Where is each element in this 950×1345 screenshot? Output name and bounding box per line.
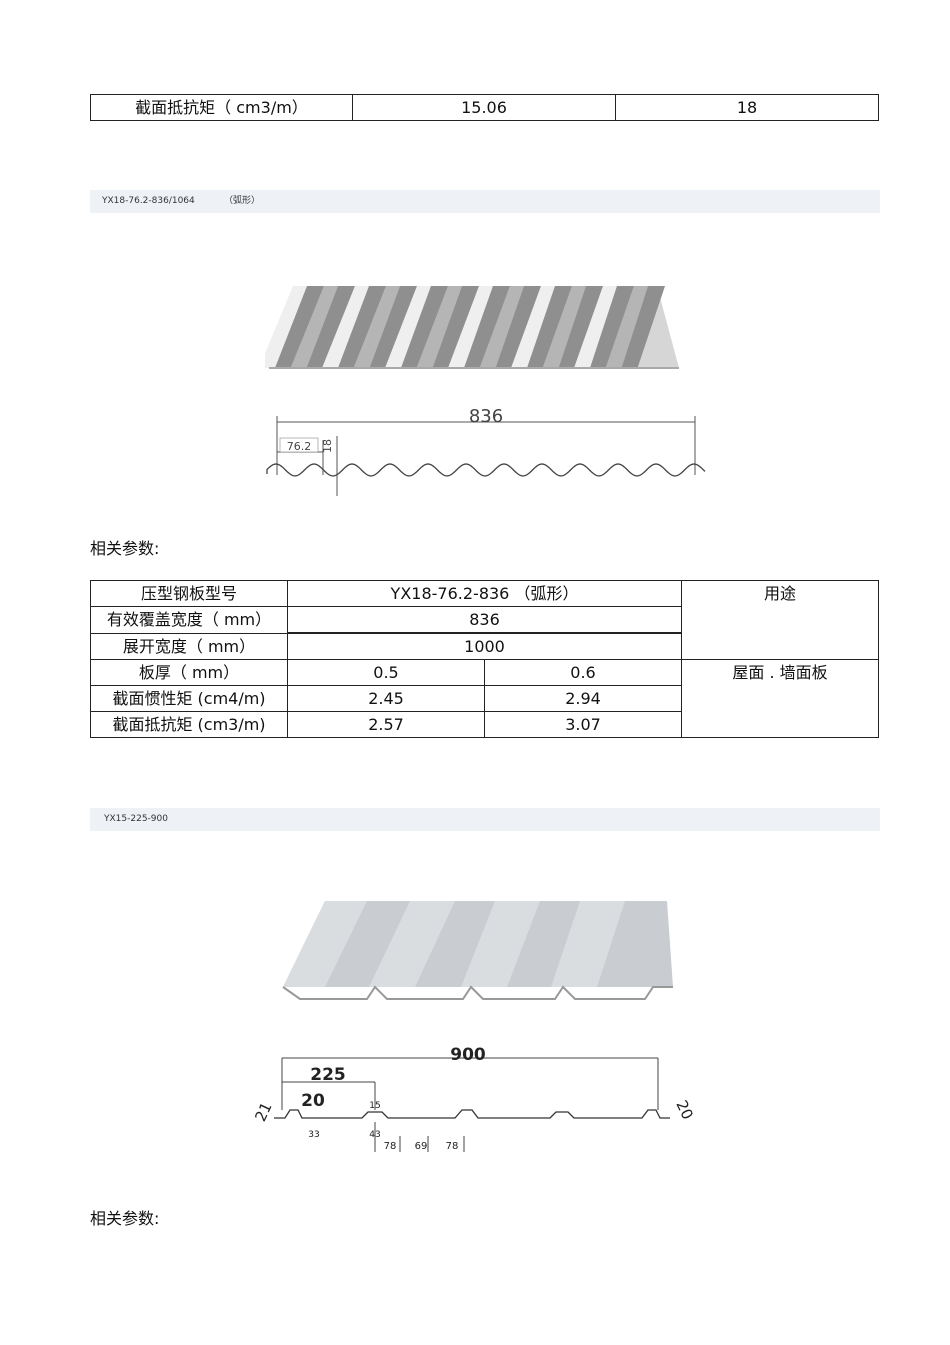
- sheet-rib: [574, 286, 617, 368]
- resist-label-2: 截面抵抗矩 (cm3/m): [90, 711, 288, 738]
- sheet-rib: [542, 286, 586, 368]
- sheet-rib: [322, 286, 369, 368]
- use-label: 用途: [681, 580, 879, 660]
- sheet-rib-shadow: [590, 286, 634, 368]
- resist-value-b: 18: [615, 94, 879, 121]
- thickness-b: 0.6: [484, 659, 682, 686]
- h15-label: 15: [369, 1101, 380, 1111]
- pitch-225-label: 225: [310, 1065, 346, 1085]
- model-value: YX18-76.2-836 （弧形）: [287, 580, 682, 607]
- section1-profile-drawing: 836 76.2 18: [266, 406, 706, 496]
- sheet-rib: [385, 286, 431, 368]
- resist-label: 截面抵抗矩（ cm3/m）: [90, 94, 353, 121]
- section1-shape: （弧形）: [224, 196, 261, 206]
- height-18-label: 18: [321, 439, 334, 453]
- sheet-rib: [448, 286, 493, 368]
- sheet-rib-shadow: [306, 286, 355, 368]
- cover-label: 有效覆盖宽度（ mm）: [90, 606, 288, 634]
- resist-value-a: 15.06: [352, 94, 616, 121]
- sheet-rib-shadow: [464, 286, 510, 368]
- sheet-rib-shadow: [401, 286, 448, 368]
- inertia-a: 2.45: [287, 685, 485, 712]
- cover-value: 836: [287, 606, 682, 634]
- section1-header: YX18-76.2-836/1064 （弧形）: [90, 190, 880, 213]
- sheet-rib-shadow: [432, 286, 479, 368]
- sheet-rib-shadow: [558, 286, 603, 368]
- resist-b: 3.07: [484, 711, 682, 738]
- sheet-rib: [511, 286, 555, 368]
- section2-header: YX15-225-900: [90, 808, 880, 831]
- sheet-rib: [265, 286, 307, 368]
- sheet-rib: [353, 286, 400, 368]
- inertia-b: 2.94: [484, 685, 682, 712]
- d78b-label: 78: [446, 1141, 459, 1152]
- trapezoidal-sheet-image: [282, 901, 673, 1000]
- rib-20-label: 20: [301, 1091, 325, 1111]
- sheet-rib-shadow: [338, 286, 386, 368]
- thickness-a: 0.5: [287, 659, 485, 686]
- d69-label: 69: [415, 1141, 428, 1152]
- section1-params-title: 相关参数:: [90, 539, 160, 558]
- resist-a: 2.57: [287, 711, 485, 738]
- section1-params-table: 压型钢板型号 YX18-76.2-836 （弧形） 用途 有效覆盖宽度（ mm）…: [90, 580, 879, 738]
- edge-left-label: 21: [251, 1099, 275, 1124]
- use-value: 屋面 . 墙面板: [681, 659, 879, 738]
- edge-right-label: 20: [672, 1097, 696, 1122]
- d33-label: 33: [308, 1130, 319, 1140]
- thickness-label: 板厚（ mm）: [90, 659, 288, 686]
- sheet-rib-shadow: [369, 286, 417, 368]
- sheet-rib: [605, 286, 648, 368]
- corrugated-sheet-image: [265, 286, 679, 369]
- sheet-rib-shadow: [495, 286, 541, 368]
- sheet-rib: [290, 286, 338, 368]
- sheet-rib-shadow: [621, 286, 665, 368]
- sheet-rib: [479, 286, 524, 368]
- section2-params-title: 相关参数:: [90, 1209, 160, 1228]
- sheet-rib-shadow: [527, 286, 572, 368]
- section1-model: YX18-76.2-836/1064: [102, 196, 195, 206]
- d78a-label: 78: [384, 1141, 397, 1152]
- model-label: 压型钢板型号: [90, 580, 288, 607]
- unfold-value: 1000: [287, 632, 682, 660]
- width-836-label: 836: [469, 406, 503, 427]
- unfold-label: 展开宽度（ mm）: [90, 632, 288, 660]
- inertia-label: 截面惯性矩 (cm4/m): [90, 685, 288, 712]
- pitch-76-label: 76.2: [287, 440, 312, 453]
- width-900-label: 900: [450, 1045, 486, 1065]
- top-params-table: 截面抵抗矩（ cm3/m） 15.06 18: [90, 94, 879, 121]
- section2-profile-drawing: 900 225 20 21 20 15 33 43 78 69 78: [251, 1045, 697, 1152]
- sheet-rib-shadow: [275, 286, 324, 368]
- section2-model: YX15-225-900: [104, 814, 168, 824]
- sheet-rib: [416, 286, 462, 368]
